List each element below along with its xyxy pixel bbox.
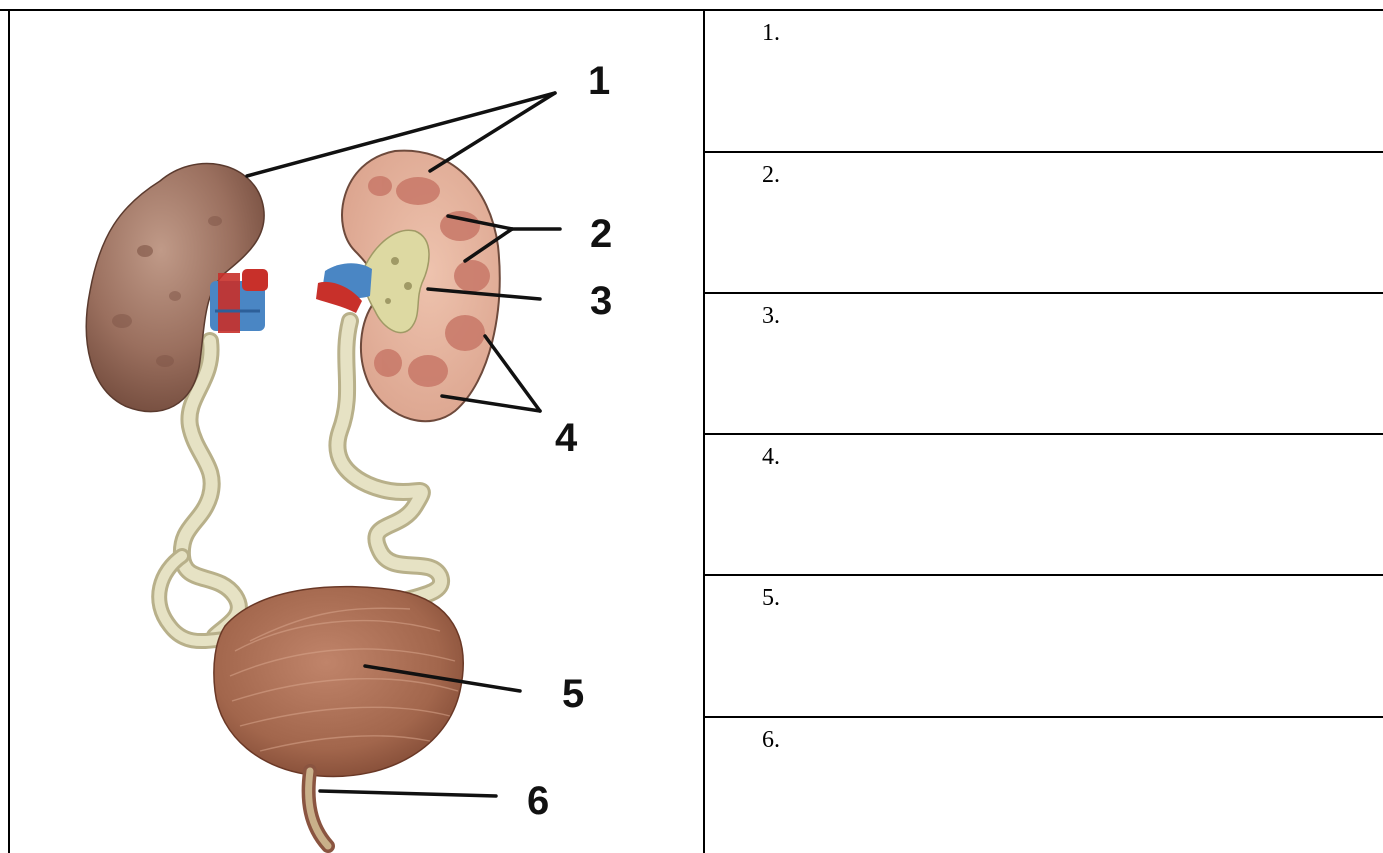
answer-number: 4. [762,443,780,471]
answer-number: 1. [762,19,780,47]
callout-3: 3 [590,279,612,323]
left-renal-vessels [210,269,268,333]
answer-row-1: 1. [705,11,1383,151]
answer-field-2[interactable] [805,159,1373,189]
callout-1: 1 [588,59,610,103]
answer-row-5: 5. [705,576,1383,716]
answer-number: 3. [762,302,780,330]
callout-5: 5 [562,672,584,716]
answer-field-3[interactable] [805,300,1373,330]
urinary-system-illustration: 1 2 3 4 5 6 [10,11,703,853]
answer-field-1[interactable] [805,17,1373,47]
callout-4: 4 [555,416,578,460]
urinary-bladder [214,587,463,777]
answer-field-5[interactable] [805,582,1373,612]
answer-row-4: 4. [705,435,1383,574]
answer-field-6[interactable] [805,724,1373,754]
answer-row-3: 3. [705,294,1383,433]
callout-6: 6 [527,779,549,823]
answer-field-4[interactable] [805,441,1373,471]
callout-2: 2 [590,212,612,256]
answer-row-2: 2. [705,153,1383,292]
urethra [309,771,328,846]
answer-number: 2. [762,161,780,189]
answer-row-6: 6. [705,718,1383,853]
answer-number: 5. [762,584,780,612]
right-renal-vessels [316,263,372,313]
urinary-system-diagram: 1 2 3 4 5 6 [10,11,703,853]
answer-number: 6. [762,726,780,754]
